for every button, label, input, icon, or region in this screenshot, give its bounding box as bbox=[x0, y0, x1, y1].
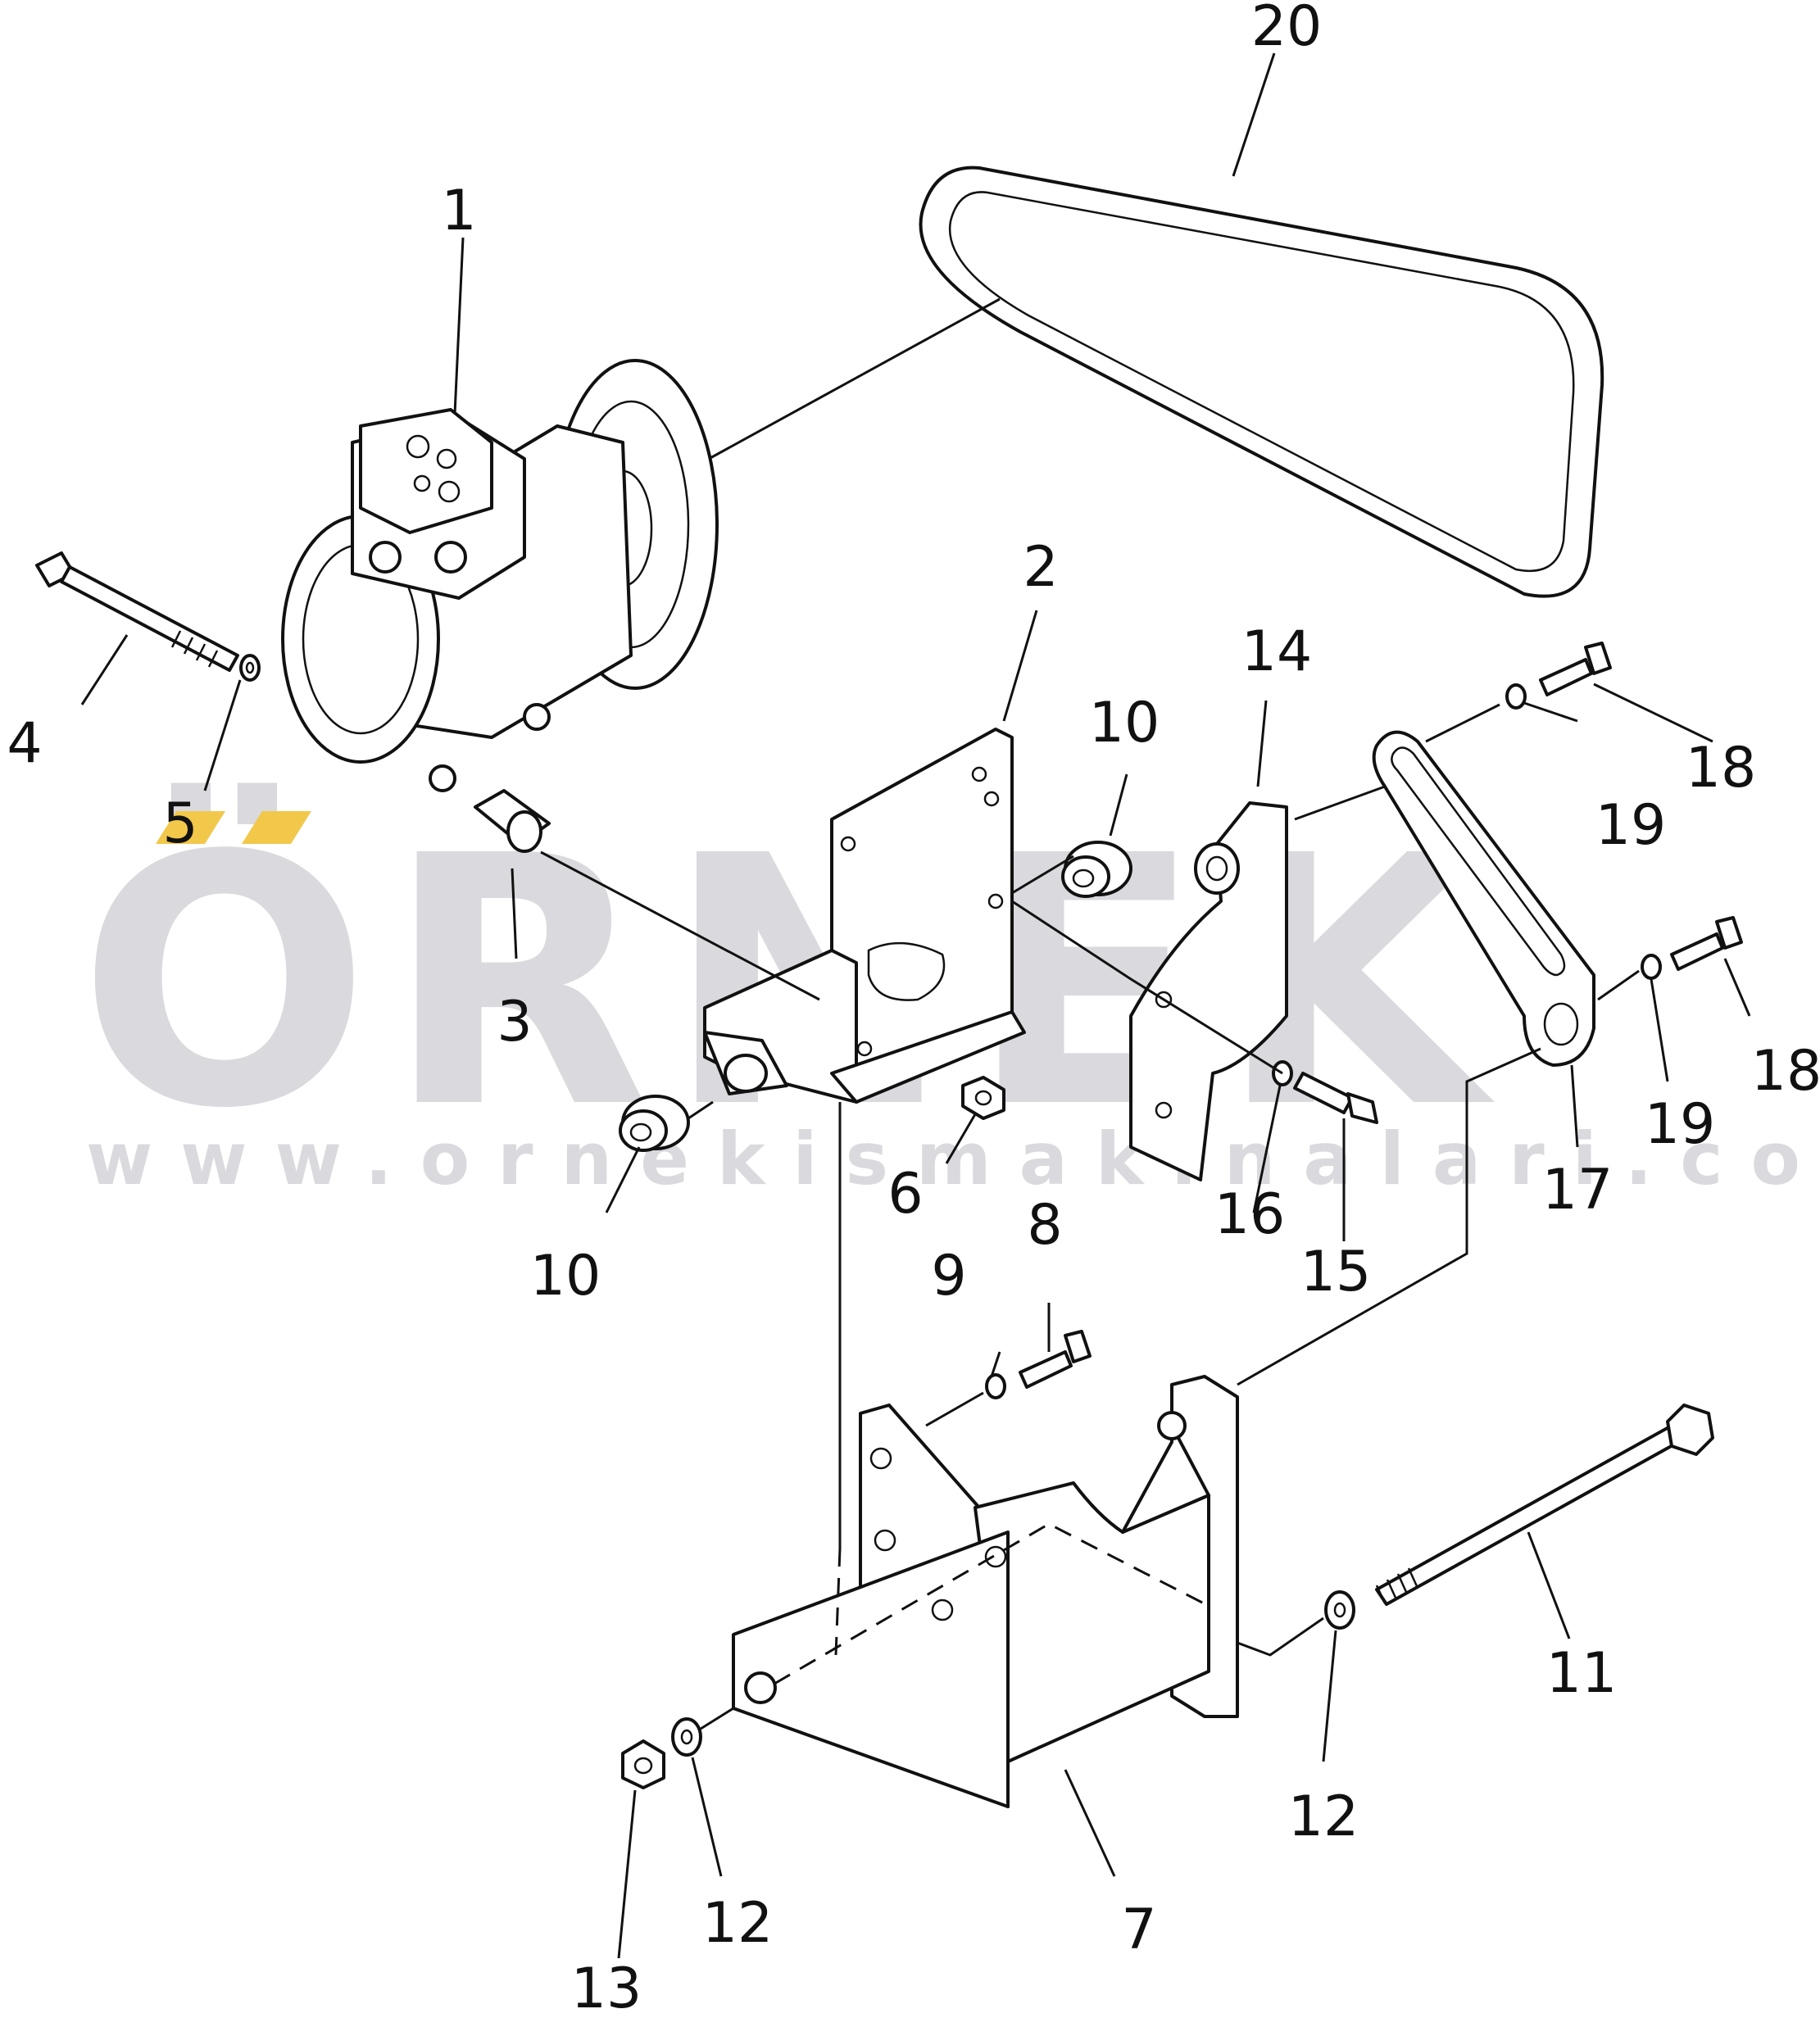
bolt-18-upper bbox=[1539, 642, 1612, 696]
bolt-11 bbox=[1375, 1404, 1714, 1606]
collar-3 bbox=[474, 789, 551, 853]
link-17 bbox=[1372, 730, 1595, 1067]
callout-14: 14 bbox=[1241, 619, 1313, 684]
bracket-7 bbox=[732, 1375, 1239, 1808]
bolt-15 bbox=[1293, 1072, 1378, 1124]
belt-20 bbox=[919, 166, 1604, 598]
callout-19-upper: 19 bbox=[1595, 793, 1667, 858]
callout-10-upper: 10 bbox=[1089, 691, 1160, 755]
callout-6: 6 bbox=[887, 1162, 923, 1227]
watermark-url: www.ornekismakinalari.com.tr bbox=[86, 1117, 1820, 1201]
bolt-18-lower bbox=[1670, 916, 1743, 971]
callout-18-upper: 18 bbox=[1686, 736, 1757, 800]
callout-13: 13 bbox=[571, 1957, 642, 2018]
callout-19-lower: 19 bbox=[1645, 1092, 1716, 1157]
assembly-lines bbox=[540, 297, 1640, 1730]
leader-lines bbox=[80, 52, 1751, 1959]
spacer-10-lower bbox=[619, 1095, 690, 1152]
callout-15: 15 bbox=[1300, 1240, 1372, 1304]
callout-16: 16 bbox=[1214, 1182, 1286, 1247]
callout-7: 7 bbox=[1121, 1898, 1156, 1962]
callout-9: 9 bbox=[931, 1244, 966, 1308]
callout-20: 20 bbox=[1251, 0, 1323, 59]
callout-10-lower: 10 bbox=[530, 1244, 601, 1308]
callout-2: 2 bbox=[1023, 535, 1058, 600]
callout-8: 8 bbox=[1027, 1193, 1062, 1258]
nut-6 bbox=[961, 1076, 1005, 1120]
washer-9 bbox=[985, 1373, 1006, 1399]
callout-1: 1 bbox=[441, 179, 476, 243]
callout-12-left: 12 bbox=[702, 1891, 774, 1956]
bolt-4 bbox=[35, 551, 239, 672]
washer-12-left bbox=[671, 1717, 702, 1757]
callout-3: 3 bbox=[497, 990, 532, 1054]
callout-12-right: 12 bbox=[1288, 1784, 1359, 1849]
compressor-1 bbox=[281, 359, 719, 792]
spacer-mount bbox=[703, 1031, 788, 1095]
spacer-10-upper bbox=[1061, 841, 1132, 898]
washer-19-upper bbox=[1505, 683, 1527, 710]
callout-4: 4 bbox=[7, 711, 42, 776]
watermark-accent-right bbox=[242, 811, 311, 844]
callout-17: 17 bbox=[1542, 1158, 1613, 1222]
washer-12-right bbox=[1324, 1590, 1355, 1630]
callout-labels: 1 2 3 4 5 6 7 8 9 10 10 11 12 12 13 14 1… bbox=[7, 0, 1820, 2018]
watermark-accent-left bbox=[156, 811, 225, 844]
washer-5 bbox=[239, 654, 261, 682]
washer-19-lower bbox=[1641, 954, 1662, 980]
arm-14 bbox=[1129, 801, 1288, 1181]
callout-18-lower: 18 bbox=[1751, 1039, 1820, 1104]
bolt-8 bbox=[1019, 1330, 1092, 1389]
callout-5: 5 bbox=[162, 791, 197, 856]
callout-11: 11 bbox=[1546, 1641, 1618, 1706]
nut-13 bbox=[621, 1739, 665, 1789]
